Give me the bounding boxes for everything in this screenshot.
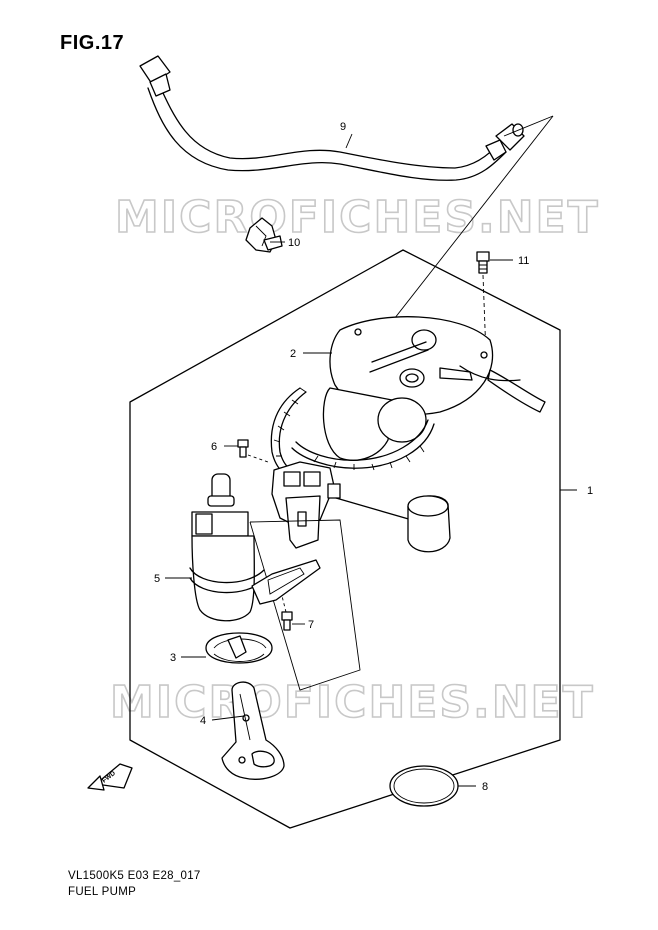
callout-8: 8 (482, 781, 488, 793)
fuel-pump-motor (189, 473, 321, 622)
forward-direction-arrow: FWD (87, 763, 133, 791)
callout-9: 9 (340, 121, 346, 133)
pump-guide-frame (249, 519, 361, 691)
figure-title: FIG.17 (60, 32, 125, 54)
pump-filter (205, 632, 273, 664)
connector-block (271, 461, 341, 549)
callout-7: 7 (308, 619, 314, 631)
callout-6: 6 (211, 441, 217, 453)
figure-name: FUEL PUMP (68, 886, 137, 898)
callout-5: 5 (154, 573, 160, 585)
assembly-outline (129, 249, 561, 829)
watermark-top: MICROFICHES.NET (115, 192, 600, 243)
mounting-bracket (221, 681, 285, 780)
pump-bracket-plate (322, 316, 546, 461)
o-ring-gasket (389, 765, 459, 807)
callout-1: 1 (587, 485, 593, 497)
screw-7 (281, 595, 293, 631)
watermark-bottom: MICROFICHES.NET (110, 677, 595, 728)
callout-11: 11 (518, 255, 529, 267)
callout-4: 4 (200, 715, 206, 727)
figure-code: VL1500K5 E03 E28_017 (68, 870, 201, 882)
callout-leaders (165, 133, 577, 787)
screw-6 (237, 439, 269, 463)
fuel-hose (139, 55, 525, 181)
guide-line-hose-end (503, 115, 554, 137)
callout-3: 3 (170, 652, 176, 664)
callout-2: 2 (290, 348, 296, 360)
callout-10: 10 (288, 237, 300, 249)
fuel-level-float (335, 495, 451, 553)
hose-clip (245, 217, 283, 253)
